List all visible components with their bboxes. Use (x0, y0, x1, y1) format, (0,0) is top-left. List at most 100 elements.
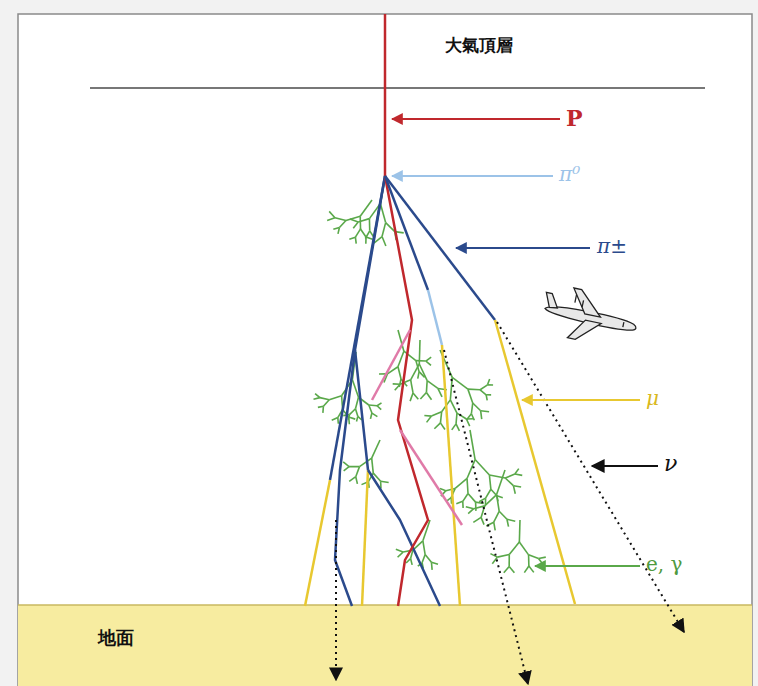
em-shower-branch (343, 462, 349, 467)
em-shower-branch (431, 562, 438, 564)
panel (18, 14, 752, 686)
em-shower-branch (356, 467, 360, 477)
em-shower-branch (452, 424, 456, 430)
neutrino-label: ν (664, 452, 677, 476)
em-shower-branch (426, 393, 431, 400)
em-shower-branch (450, 400, 457, 413)
em-shower-branch (399, 379, 401, 387)
em-shower-branch (372, 458, 374, 473)
em-shower-branch (509, 542, 519, 554)
em-shower-branch (463, 494, 468, 502)
primary-proton-track (384, 14, 387, 176)
em-shower-branch (425, 555, 431, 563)
em-shower-branch (497, 554, 509, 557)
em-shower-branch (381, 481, 389, 482)
ground-band (18, 605, 752, 686)
em-shower-branch (481, 517, 484, 524)
em-shower-branch (382, 223, 386, 237)
em-shower-branch (455, 413, 458, 424)
proton-label: P (566, 106, 583, 130)
em-shower-branch (431, 562, 433, 570)
em-shower-branch (372, 413, 377, 417)
ground-label: 地面 (98, 628, 134, 648)
em-shower-branch (440, 412, 441, 423)
em-shower-branch (365, 237, 367, 244)
em-shower-branch (529, 555, 539, 559)
em-shower-branch (513, 486, 521, 487)
em-shower-branch (315, 394, 320, 398)
em-shower-branch (355, 409, 357, 417)
em-shower-branch (519, 520, 521, 542)
em-shower-branch (427, 381, 438, 389)
em-shower-branch (372, 440, 380, 458)
em-shower-branch (466, 419, 469, 426)
em-shower-branch (513, 486, 515, 494)
em-shower-branch (396, 549, 403, 552)
ground-line (18, 604, 752, 606)
particle-tracks (305, 176, 575, 606)
em-shower-branch (353, 222, 358, 228)
em-shower-branch (431, 412, 441, 416)
em-shower-branch (480, 385, 487, 390)
em-shower-branch (349, 409, 355, 415)
em-shower-branch (467, 460, 475, 479)
airplane-icon (538, 283, 641, 352)
em-shower-branch (485, 495, 497, 506)
em-shower-branch (398, 367, 401, 379)
em-shower-branch (515, 474, 522, 475)
em-shower-branch (329, 396, 341, 400)
neutral-pion-label: π⁰ (559, 163, 580, 185)
em-shower-branch (366, 237, 373, 239)
em-shower-branch (497, 470, 505, 495)
em-shower-branch (529, 566, 534, 572)
em-shower-branch (455, 478, 467, 488)
em-shower-branch (320, 398, 329, 400)
em-shower-branch (426, 381, 428, 393)
em-shower-branch (438, 388, 442, 396)
em-shower-branch (423, 541, 425, 555)
em-shower-branch (481, 410, 489, 413)
em-shower-branch (359, 216, 361, 229)
em-shower-branch (411, 558, 413, 564)
em-shower-branch (357, 416, 358, 421)
em-shower-branch (519, 542, 528, 555)
em-shower-branch (480, 390, 486, 395)
em-shower-branch (413, 393, 418, 399)
muon-label: μ (646, 387, 659, 409)
em-shower-branch (344, 467, 349, 471)
em-shower-branch (489, 475, 490, 489)
em-shower-branch (361, 229, 366, 237)
em-shower-branch (468, 509, 474, 514)
em-shower-branch (410, 393, 413, 401)
em-shower-branch (346, 216, 360, 220)
em-shower-branch (440, 423, 444, 430)
em-shower-branch (333, 227, 339, 229)
em-shower-branch (348, 417, 350, 424)
em-shower-branch (355, 229, 360, 237)
em-shower-branch (418, 372, 419, 379)
em-shower-branch (539, 557, 546, 558)
em-shower-branch (468, 494, 476, 503)
em-shower-branch (422, 555, 425, 563)
em-shower-branch (419, 364, 427, 381)
em-shower-branch (471, 403, 472, 414)
em-shower-branch (505, 474, 515, 478)
em-shower-branch (524, 566, 529, 573)
em-shower-branch (419, 372, 425, 378)
em-shower-branch (528, 555, 530, 566)
em-shower-branch (416, 361, 419, 372)
em-shower-branch (446, 488, 455, 490)
em-shower-branch (380, 204, 385, 223)
em-shower-branch (349, 466, 359, 468)
em-shower-branch (329, 211, 335, 217)
em-shower-branch (457, 413, 466, 419)
em-shower-branch (356, 477, 358, 484)
em-shower-branch (508, 554, 510, 566)
em-shower-branch (420, 393, 426, 400)
em-shower-branch (475, 502, 477, 511)
em-shower-branch (494, 511, 499, 522)
em-shower-branch (349, 477, 356, 482)
em-shower-branch (481, 411, 482, 419)
em-shower-branch (327, 218, 335, 221)
